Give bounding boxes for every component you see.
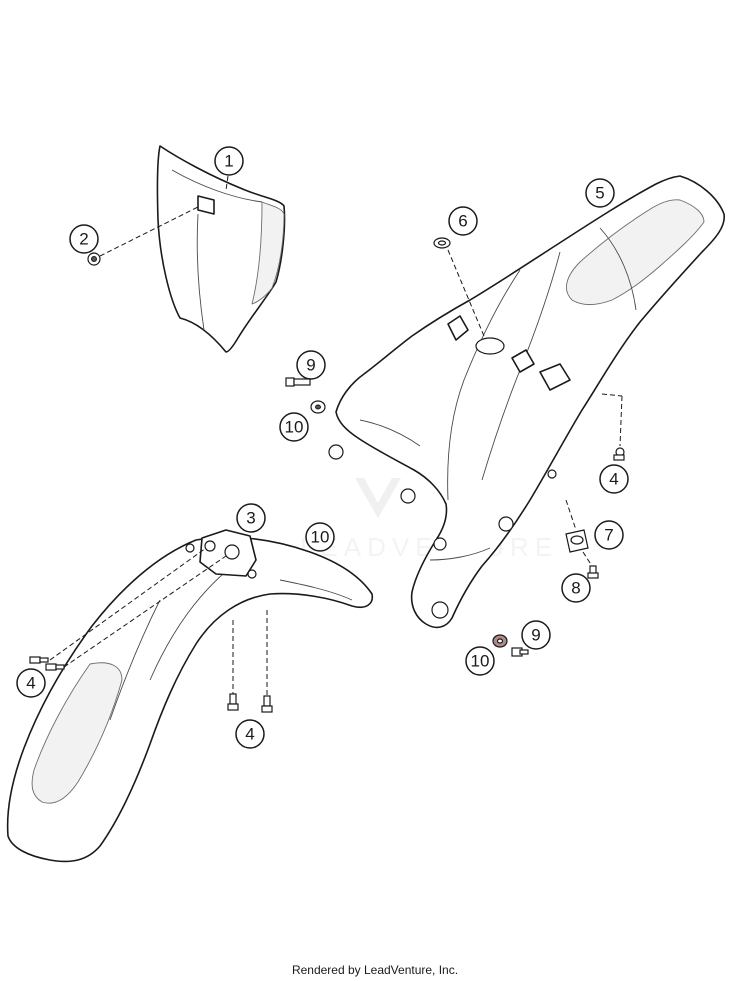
svg-text:10: 10 [311,528,330,547]
number-plate-screw-icon[interactable] [87,252,101,266]
callout-10-upper[interactable]: 10 [279,412,309,442]
collar-bolt-icon[interactable] [587,565,599,579]
callouts: 1 2 3 4 4 4 5 6 [16,146,629,749]
footer-credit: Rendered by LeadVenture, Inc. [291,963,459,977]
svg-text:10: 10 [471,652,490,671]
callout-9-lower[interactable]: 9 [521,620,551,650]
callout-8[interactable]: 8 [561,573,591,603]
svg-text:4: 4 [245,725,254,744]
leader-lines [49,175,623,696]
number-plate[interactable] [156,145,286,353]
callout-4-front-left[interactable]: 4 [16,668,46,698]
svg-text:7: 7 [604,526,613,545]
svg-text:9: 9 [306,356,315,375]
callout-5[interactable]: 5 [585,178,615,208]
callout-9-upper[interactable]: 9 [296,350,326,380]
svg-text:4: 4 [609,470,618,489]
svg-text:6: 6 [458,212,467,231]
screw-icon[interactable] [613,447,625,461]
svg-text:8: 8 [571,579,580,598]
callout-1[interactable]: 1 [214,146,244,176]
callout-3[interactable]: 3 [236,503,266,533]
rubber-bushing-icon[interactable] [565,529,589,553]
svg-text:4: 4 [26,674,35,693]
callout-7[interactable]: 7 [594,520,624,550]
washer-icon[interactable] [310,400,326,414]
callout-4-right[interactable]: 4 [599,464,629,494]
svg-text:10: 10 [285,418,304,437]
screw-icon-front-bottom[interactable] [227,693,273,713]
grommet-icon[interactable] [433,237,451,249]
callout-6[interactable]: 6 [448,206,478,236]
callout-4-front-bottom[interactable]: 4 [235,719,265,749]
rear-fender[interactable] [328,175,726,629]
svg-text:9: 9 [531,626,540,645]
washer-icon-lower[interactable] [492,634,508,648]
bolt-icon-lower[interactable] [511,647,529,657]
svg-text:5: 5 [595,184,604,203]
screw-icon-front-left[interactable] [29,656,65,671]
svg-text:3: 3 [246,509,255,528]
bolt-icon[interactable] [285,377,311,387]
front-fender[interactable] [6,536,374,863]
svg-text:2: 2 [79,230,88,249]
callout-10-fender[interactable]: 10 [305,522,335,552]
svg-text:1: 1 [224,152,233,171]
front-fender-bracket[interactable] [185,529,257,579]
callout-10-lower[interactable]: 10 [465,646,495,676]
callout-2[interactable]: 2 [69,224,99,254]
